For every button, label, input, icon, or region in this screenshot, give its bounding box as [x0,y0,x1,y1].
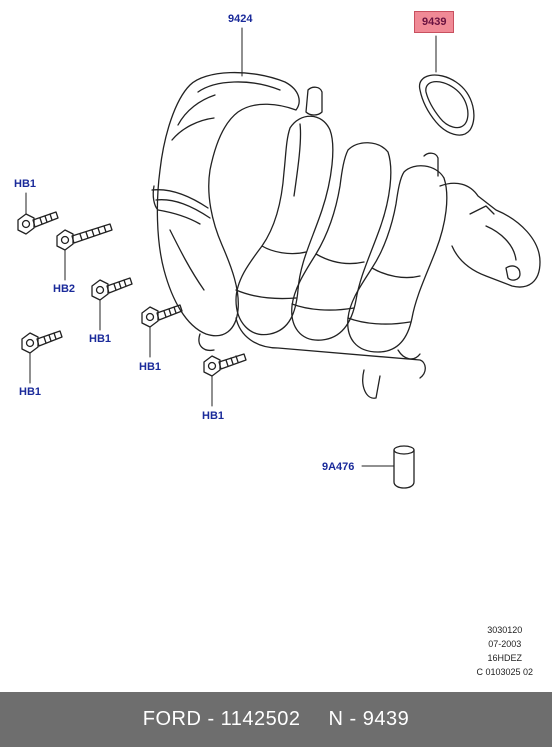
callout-9424: 9424 [228,13,253,25]
bolt-hb1-d-shape [21,330,63,354]
intake-manifold-diagram [17,27,541,489]
bolt-hb1-e-shape [203,353,247,377]
intake-manifold-shape [151,71,541,399]
footer-reference-number: N - 9439 [328,708,410,730]
drawing-reference-block: 3030120 07-2003 16HDEZ C 0103025 02 [476,623,533,679]
callout-9a476: 9A476 [322,461,355,473]
footer-bar: FORD - 1142502 N - 9439 [0,692,552,747]
bolt-hb2-shape [56,223,113,251]
hose-9a476-shape [393,445,415,489]
meta-line-3: 16HDEZ [487,653,522,663]
meta-line-1: 3030120 [487,625,523,635]
callout-hb1-d: HB1 [19,386,42,398]
gasket-9439-shape [419,74,475,136]
callout-hb1-e: HB1 [202,410,225,422]
bolt-hb1-c-shape [141,304,183,328]
bolt-hb1-b-shape [91,277,133,301]
leader-lines [25,27,437,467]
callout-hb1-b: HB1 [89,333,112,345]
meta-line-2: 07-2003 [488,639,522,649]
callout-9439-highlighted: 9439 [414,11,455,33]
meta-line-4: C 0103025 02 [476,667,533,677]
callout-hb1-a: HB1 [14,178,37,190]
bolt-hb1-a-shape [17,211,59,235]
callout-hb1-c: HB1 [139,361,162,373]
callout-hb2: HB2 [53,283,76,295]
footer-part-number: FORD - 1142502 [142,708,301,730]
